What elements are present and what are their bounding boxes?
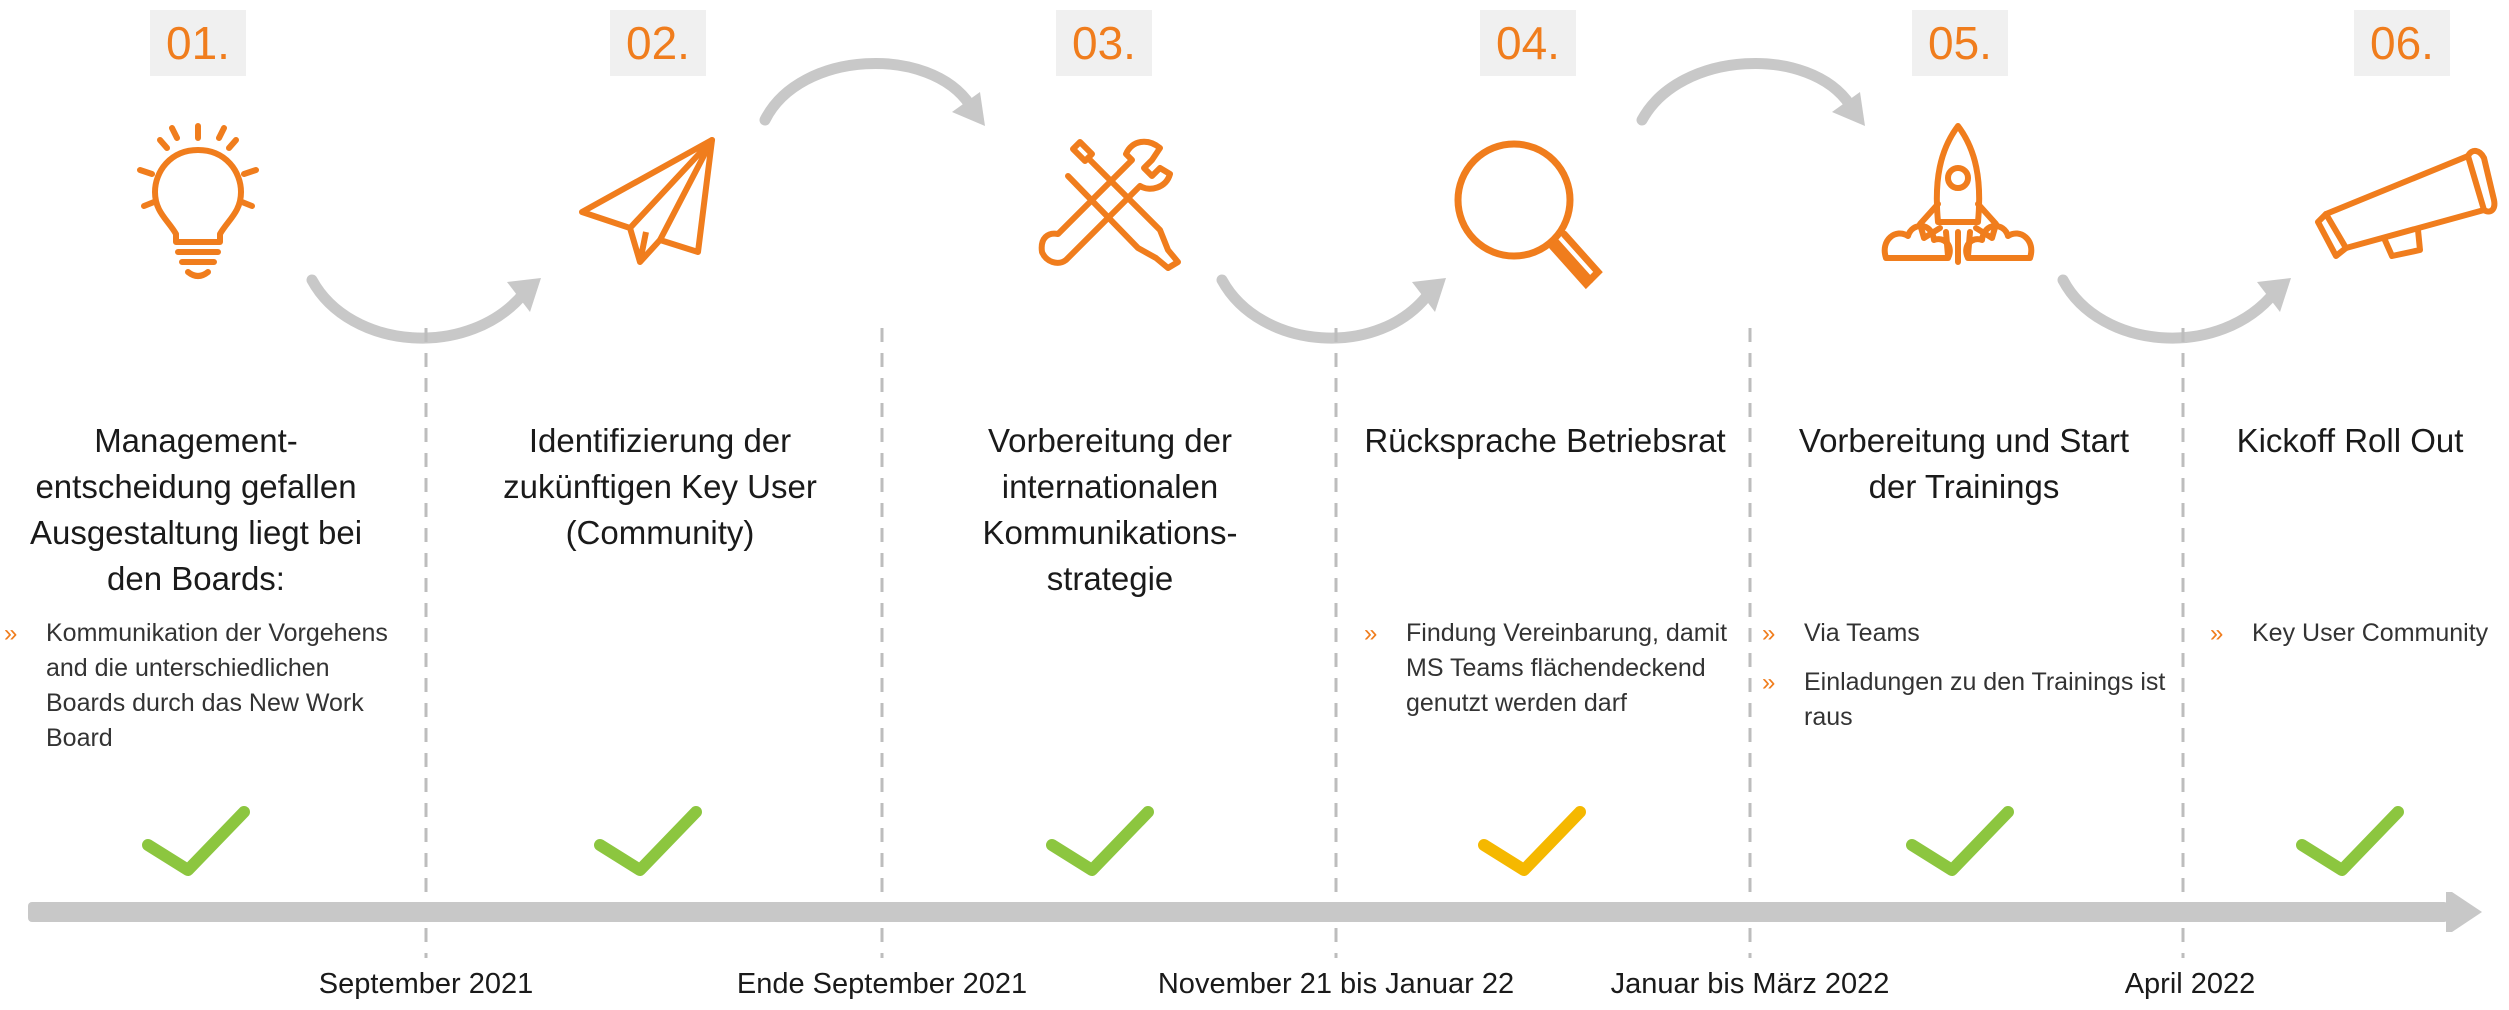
timeline-bar bbox=[28, 902, 2448, 922]
step-title-line: Management- bbox=[94, 422, 298, 459]
connector-arc-5-6-head bbox=[2257, 278, 2291, 312]
status-check-icon bbox=[142, 806, 250, 876]
bullet-item: » Via Teams bbox=[1762, 616, 2172, 651]
bullet-text: Findung Vereinbarung, damit MS Teams flä… bbox=[1406, 619, 1728, 717]
bullet-text: Kommunikation der Vorgehens and die unte… bbox=[46, 619, 388, 752]
step-title-line: Identifizierung der bbox=[528, 422, 792, 459]
step-title-line: Ausgestaltung liegt bei bbox=[29, 514, 363, 551]
step-bullets: » Via Teams » Einladungen zu den Trainings… bbox=[1762, 616, 2172, 749]
step-title-line: zukünftigen Key User bbox=[503, 468, 817, 505]
status-check-icon bbox=[1046, 806, 1154, 876]
connector-arc-1-2 bbox=[306, 274, 531, 344]
connector-arc-5-6 bbox=[2057, 274, 2281, 344]
step-title-line: strategie bbox=[1046, 560, 1174, 597]
status-check-icon bbox=[2296, 806, 2404, 876]
step-title-line: Vorbereitung der bbox=[987, 422, 1232, 459]
step-title-line: Kickoff Roll Out bbox=[2236, 422, 2464, 459]
step-title: Vorbereitung der internationalen Kommuni… bbox=[920, 418, 1300, 602]
rocket-icon bbox=[1881, 123, 2035, 265]
connector-arc-4-5 bbox=[1636, 57, 1856, 126]
timeline-date-label: September 2021 bbox=[318, 968, 534, 1000]
megaphone-icon bbox=[2315, 148, 2498, 259]
connector-arc-4-5-head bbox=[1832, 92, 1865, 126]
bullet-marker: » bbox=[2210, 620, 2224, 647]
connector-arc-2-3 bbox=[759, 57, 976, 126]
step-title: Identifizierung der zukünftigen Key User… bbox=[470, 418, 850, 556]
status-check-icon bbox=[1478, 806, 1586, 876]
step-bullets: » Findung Vereinbarung, damit MS Teams fl… bbox=[1364, 616, 1734, 735]
status-check-icon bbox=[594, 806, 702, 876]
step-title: Vorbereitung und Start der Trainings bbox=[1764, 418, 2164, 510]
bullet-item: » Einladungen zu den Trainings ist raus bbox=[1762, 665, 2172, 735]
step-title: Management- entscheidung gefallen Ausges… bbox=[0, 418, 392, 602]
step-number-badge: 03. bbox=[1056, 10, 1152, 76]
tools-icon bbox=[1038, 138, 1181, 271]
bullet-marker: » bbox=[4, 620, 18, 647]
step-number-badge: 02. bbox=[610, 10, 706, 76]
timeline-date-label: November 21 bis Januar 22 bbox=[1157, 968, 1515, 1000]
bullet-text: Einladungen zu den Trainings ist raus bbox=[1804, 668, 2166, 731]
step-title-line: der Trainings bbox=[1868, 468, 2060, 505]
connector-arc-2-3-head bbox=[952, 92, 985, 126]
step-number-badge: 06. bbox=[2354, 10, 2450, 76]
timeline-date-label: Januar bis März 2022 bbox=[1610, 968, 1890, 1000]
bullet-item: » Findung Vereinbarung, damit MS Teams fl… bbox=[1364, 616, 1734, 721]
step-title-line: entscheidung gefallen bbox=[35, 468, 357, 505]
bullet-marker: » bbox=[1762, 669, 1776, 696]
bullet-marker: » bbox=[1364, 620, 1378, 647]
timeline-arrowhead bbox=[2446, 892, 2482, 932]
connector-arc-3-4-head bbox=[1412, 278, 1446, 312]
bullet-marker: » bbox=[1762, 620, 1776, 647]
step-number-badge: 01. bbox=[150, 10, 246, 76]
step-title: Kickoff Roll Out bbox=[2200, 418, 2500, 464]
lightbulb-icon bbox=[137, 123, 259, 279]
magnifier-icon bbox=[1454, 140, 1603, 290]
step-bullets: » Key User Community bbox=[2210, 616, 2506, 665]
status-check-icon bbox=[1906, 806, 2014, 876]
step-title-line: (Community) bbox=[565, 514, 755, 551]
step-title-line: Vorbereitung und Start bbox=[1798, 422, 2130, 459]
connector-arc-1-2-head bbox=[507, 278, 541, 312]
step-title-line: Rücksprache Betriebsrat bbox=[1364, 422, 1726, 459]
bullet-item: » Key User Community bbox=[2210, 616, 2506, 651]
step-title: Rücksprache Betriebsrat bbox=[1340, 418, 1750, 464]
timeline-date-label: April 2022 bbox=[2124, 968, 2256, 1000]
step-title-line: Kommunikations- bbox=[982, 514, 1238, 551]
paper-plane-icon bbox=[579, 137, 715, 265]
step-title-line: den Boards: bbox=[107, 560, 285, 597]
step-title-line: internationalen bbox=[1001, 468, 1219, 505]
step-number-badge: 04. bbox=[1480, 10, 1576, 76]
step-number-badge: 05. bbox=[1912, 10, 2008, 76]
bullet-text: Via Teams bbox=[1804, 619, 1920, 647]
timeline-date-label: Ende September 2021 bbox=[736, 968, 1028, 1000]
step-bullets: » Kommunikation der Vorgehens and die unt… bbox=[4, 616, 404, 770]
bullet-text: Key User Community bbox=[2252, 619, 2489, 647]
connector-arc-3-4 bbox=[1216, 274, 1436, 344]
bullet-item: » Kommunikation der Vorgehens and die unt… bbox=[4, 616, 404, 756]
